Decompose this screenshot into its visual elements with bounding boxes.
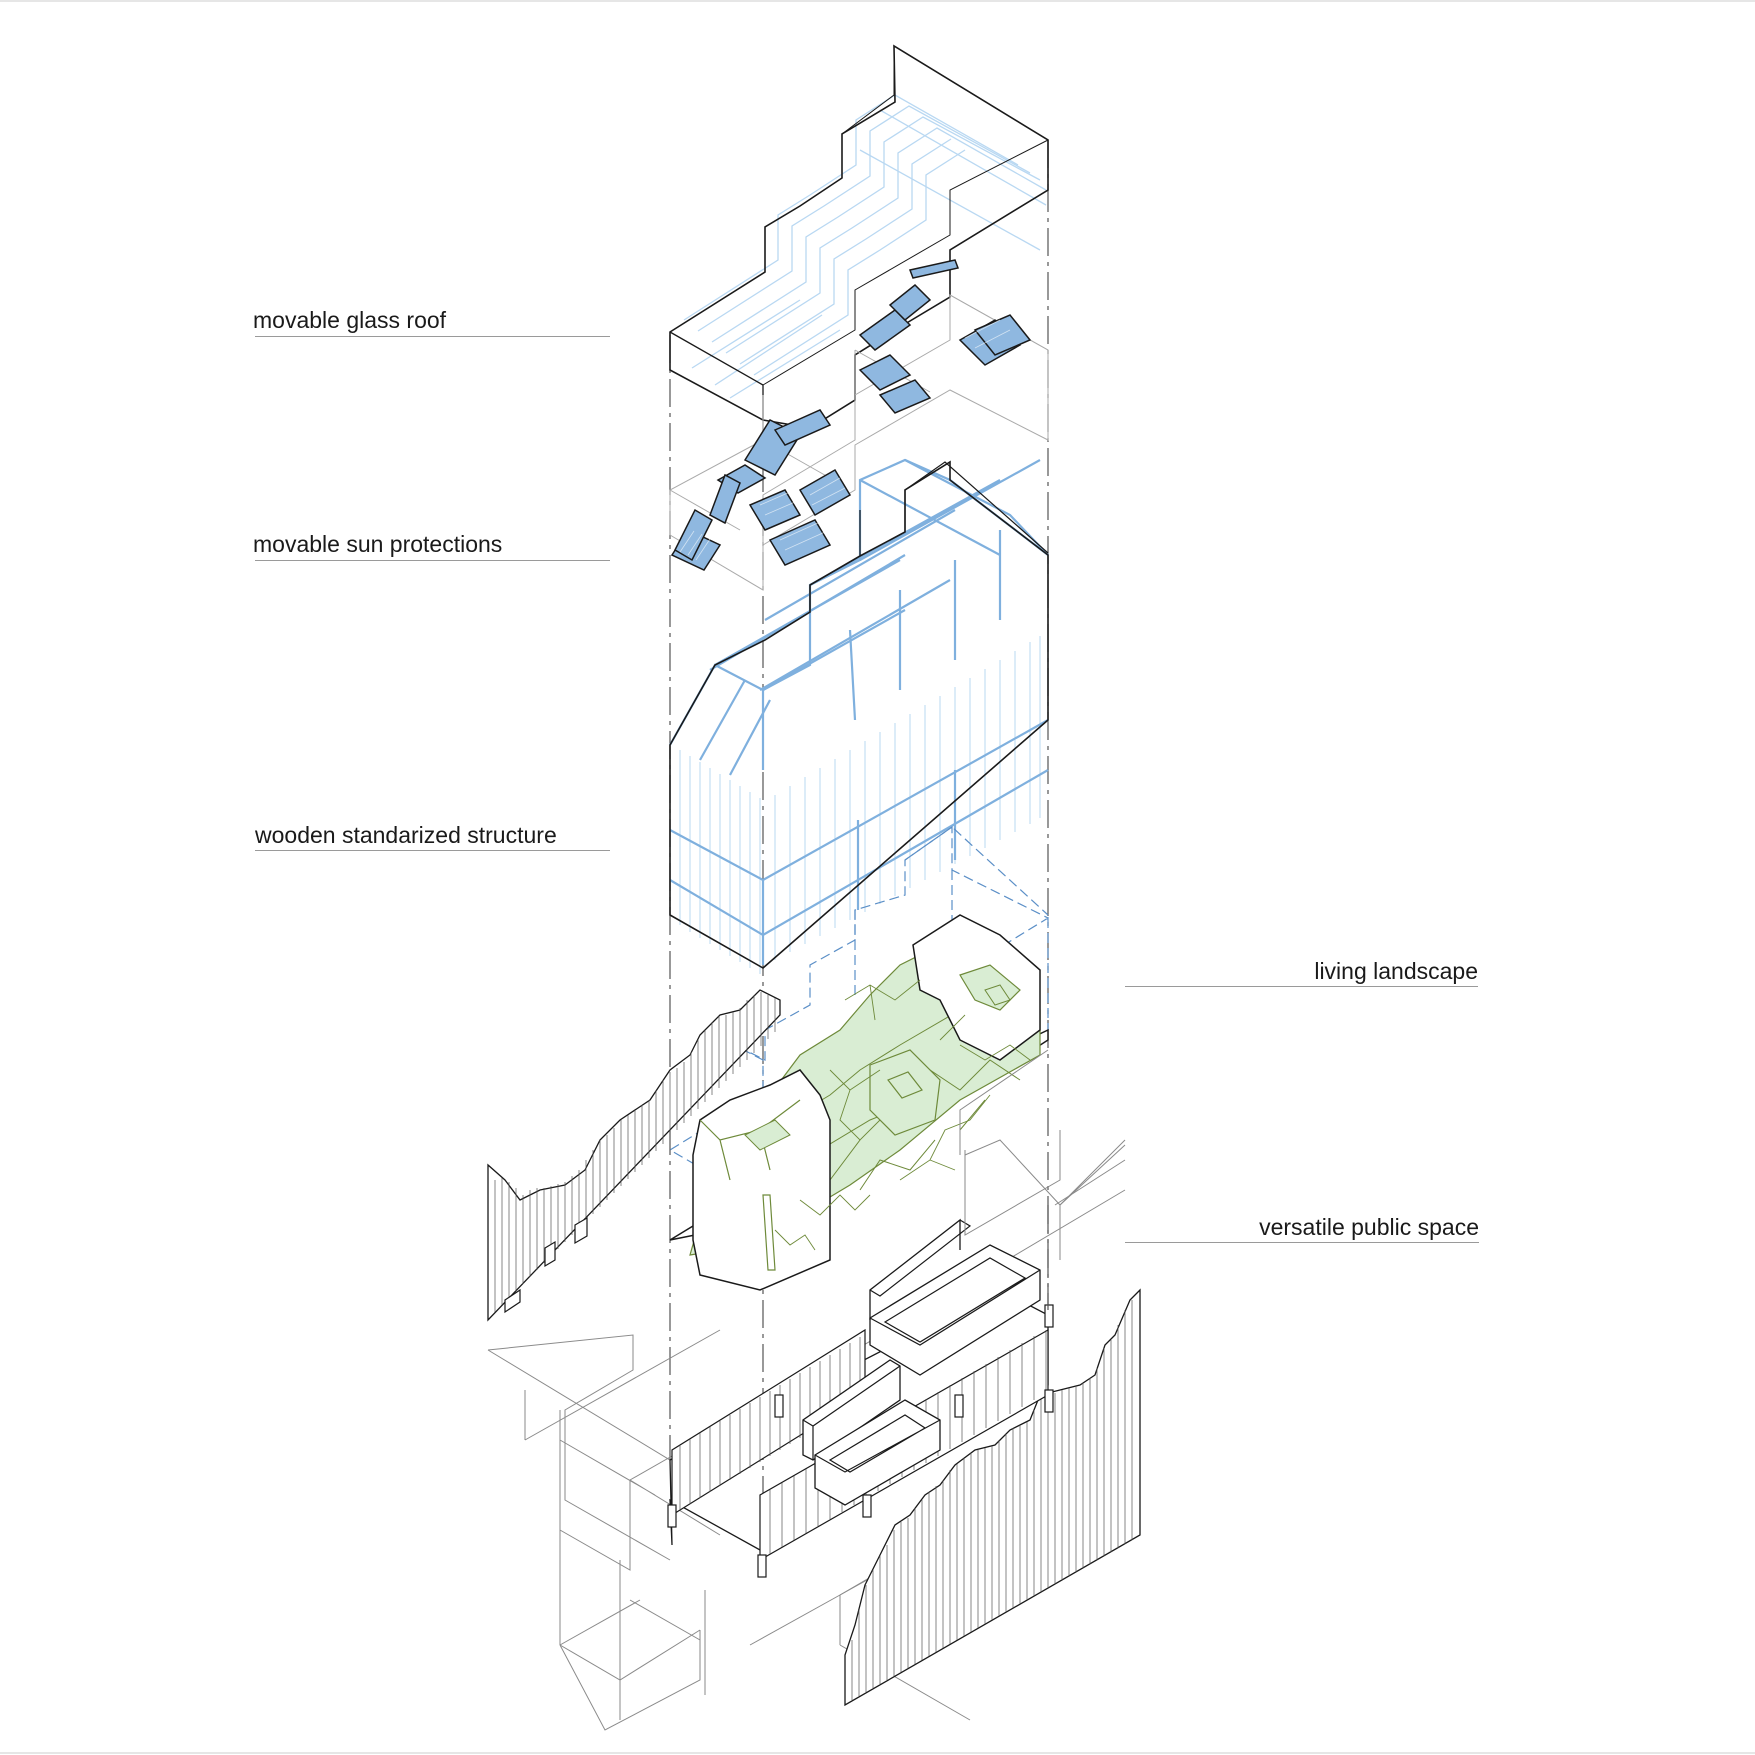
left-wall-windows <box>504 1216 588 1314</box>
rule-movable-glass-roof <box>255 336 610 337</box>
sun-protections-layer <box>669 259 1049 591</box>
label-wooden-standarized-structure: wooden standarized structure <box>255 822 557 848</box>
structure-mullions <box>679 636 1041 974</box>
landscape-center-mound <box>869 1049 941 1136</box>
landscape-left-wall <box>487 989 781 1322</box>
label-versatile-public-space: versatile public space <box>1259 1214 1479 1240</box>
public-space-posts <box>667 1304 1054 1578</box>
label-living-landscape: living landscape <box>1314 958 1478 984</box>
landscape-left-block <box>692 1069 831 1291</box>
glass-roof-layer <box>669 44 1049 429</box>
wooden-structure-layer <box>669 458 1049 974</box>
living-landscape-layer <box>487 825 1049 1322</box>
public-space-planter-large <box>869 1244 1041 1376</box>
public-space-planter-small <box>814 1399 941 1506</box>
rule-versatile-public-space <box>1125 1242 1479 1243</box>
right-wall-slats <box>851 1300 1133 1700</box>
public-space-layer <box>487 1049 1141 1731</box>
public-space-bench-upper <box>869 1218 961 1320</box>
rule-living-landscape <box>1125 986 1478 987</box>
landscape-triangulation <box>774 979 1031 1251</box>
label-movable-glass-roof: movable glass roof <box>253 307 447 333</box>
rule-movable-sun-protections <box>255 560 610 561</box>
sun-panel-slats <box>679 319 1011 561</box>
rule-wooden-standarized-structure <box>255 850 610 851</box>
left-wall-slats <box>494 992 776 1312</box>
sun-panels <box>670 259 1032 571</box>
label-movable-sun-protections: movable sun protections <box>253 531 503 557</box>
glass-roof-outline <box>669 44 1049 429</box>
